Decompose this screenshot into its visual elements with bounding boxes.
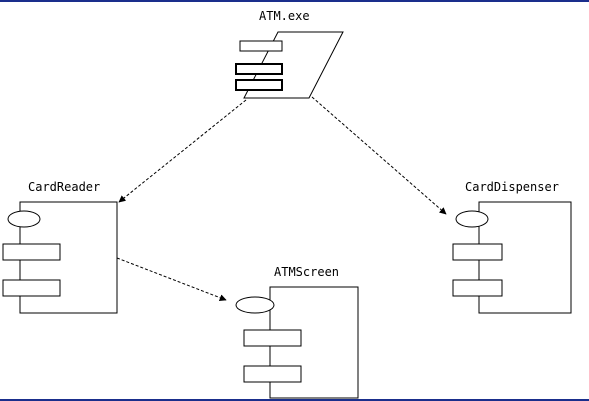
executable-tab-3 xyxy=(235,79,283,91)
node-card-reader xyxy=(2,201,118,314)
top-border-rule xyxy=(0,0,589,2)
component-ellipse xyxy=(235,296,275,314)
component-ellipse xyxy=(7,210,41,228)
bottom-border-rule xyxy=(0,399,589,401)
component-tab-2 xyxy=(452,279,503,297)
atm-screen-label: ATMScreen xyxy=(274,265,340,279)
edge-card-reader-to-atm-screen xyxy=(116,257,227,302)
component-tab-1 xyxy=(452,243,503,261)
edge-atm-exe-to-card-reader xyxy=(118,99,247,203)
node-atm-exe xyxy=(235,31,344,99)
node-card-dispenser xyxy=(452,201,572,314)
executable-tab-1 xyxy=(239,40,283,52)
card-dispenser-label: CardDispenser xyxy=(465,180,559,194)
component-tab-1 xyxy=(243,329,302,347)
component-tab-2 xyxy=(2,279,61,297)
component-tab-1 xyxy=(2,243,61,261)
card-reader-label: CardReader xyxy=(28,180,101,194)
component-tab-2 xyxy=(243,365,302,383)
executable-tab-2 xyxy=(235,63,283,75)
component-ellipse xyxy=(455,210,489,228)
atm-exe-label: ATM.exe xyxy=(259,9,310,23)
node-atm-screen xyxy=(235,286,359,399)
edge-atm-exe-to-card-dispenser xyxy=(311,96,447,215)
